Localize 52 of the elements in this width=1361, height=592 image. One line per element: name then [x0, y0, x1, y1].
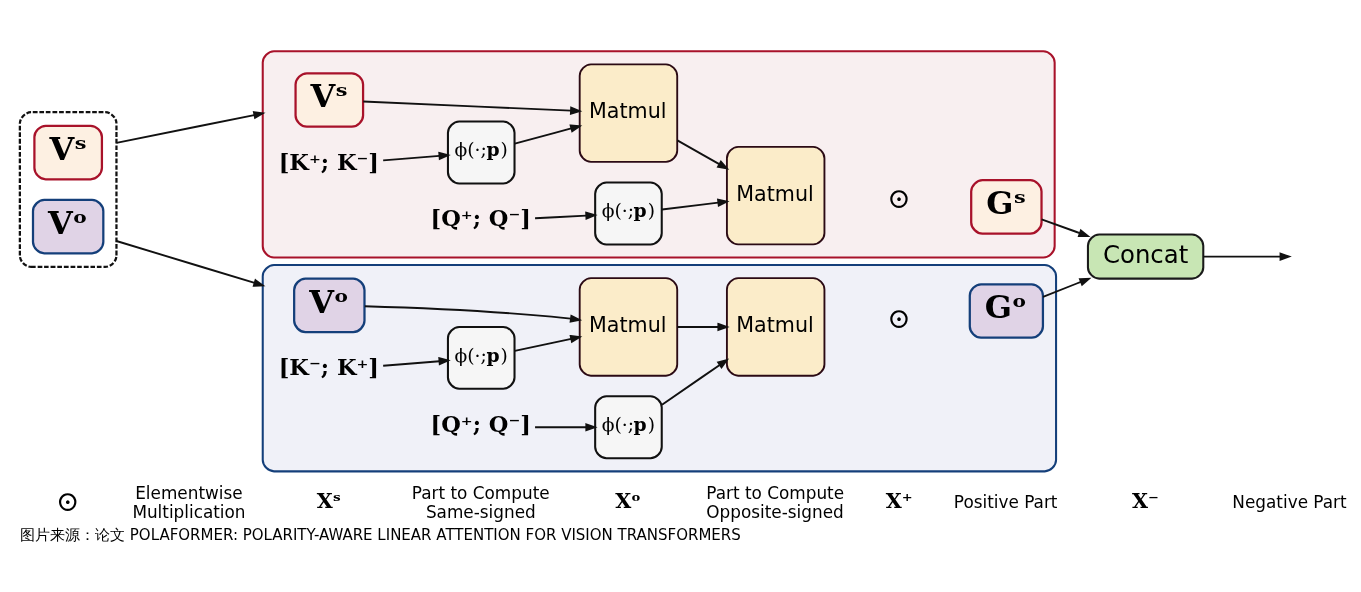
node-box: ϕ(·;p) [594, 395, 663, 460]
node-box: Matmul [725, 145, 826, 246]
label: Positive Part [953, 492, 1058, 513]
label: Negative Part [1232, 492, 1347, 513]
arrow [534, 211, 598, 220]
node-box: Matmul [578, 63, 679, 163]
label: X⁻ [1132, 489, 1159, 514]
node-box: Vᵒ [293, 277, 366, 334]
label: Elementwise Multiplication [132, 482, 246, 522]
node-box: Concat [1086, 233, 1205, 280]
node-text: [Q⁺; Q⁻] [430, 411, 531, 438]
arrow [115, 240, 266, 287]
node-box: ϕ(·;p) [594, 181, 663, 246]
arrow [1042, 277, 1092, 298]
node-box: Gˢ [970, 179, 1043, 235]
node-box: Matmul [578, 277, 679, 377]
arrow [382, 151, 451, 162]
label: ⊙ [887, 302, 911, 336]
arrow [362, 100, 583, 115]
cluster [18, 111, 118, 269]
arrow [661, 198, 730, 211]
arrow [1040, 218, 1091, 237]
arrow [1202, 252, 1292, 261]
node-text: [K⁺; K⁻] [278, 148, 379, 175]
node-box: Gᵒ [968, 283, 1045, 339]
node-text: [Q⁺; Q⁻] [430, 204, 531, 231]
caption: 图片来源：论文 POLAFORMER: POLARITY-AWARE LINEAR ATTENTION FOR VISION TRANSFORMERS [20, 525, 741, 544]
node-box: ϕ(·;p) [446, 325, 516, 390]
arrow [534, 423, 598, 432]
label: X⁺ [885, 489, 913, 514]
cluster [261, 50, 1056, 259]
arrow [676, 322, 730, 332]
label: ⊙ [887, 182, 911, 216]
label: Xˢ [316, 489, 341, 514]
arrow [676, 139, 730, 170]
label: Part to Compute Same-signed [411, 482, 550, 522]
node-box: Vˢ [33, 124, 104, 181]
arrow [513, 334, 583, 352]
arrow [513, 124, 583, 145]
node-box: Matmul [725, 277, 826, 377]
node-box: Vˢ [294, 72, 365, 128]
label: Xᵒ [615, 489, 641, 514]
arrow [661, 358, 730, 406]
node-box: Vᵒ [31, 198, 105, 255]
arrow [363, 305, 583, 323]
node-box: ϕ(·;p) [446, 120, 516, 185]
cluster [261, 264, 1058, 473]
label: ⊙ [55, 485, 80, 519]
arrow [382, 357, 451, 367]
arrow [115, 110, 266, 144]
node-text: [K⁻; K⁺] [278, 353, 379, 380]
label: Part to Compute Opposite-signed [706, 482, 845, 522]
